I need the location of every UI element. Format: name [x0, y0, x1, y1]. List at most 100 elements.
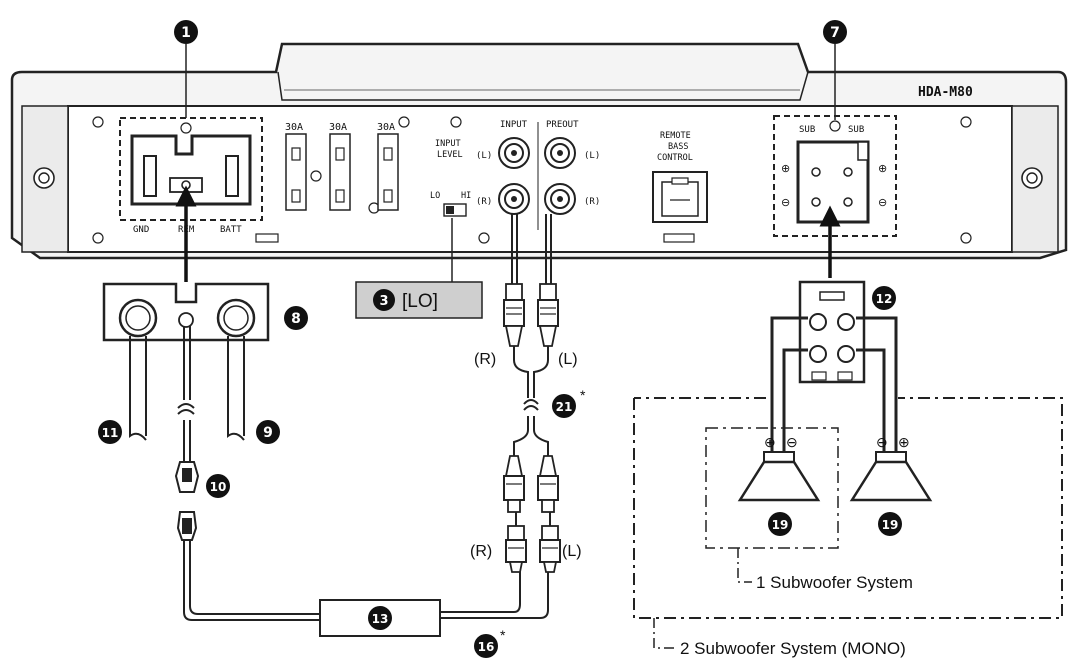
badge-3-number: 3 [379, 294, 388, 309]
mount-bolt-left [33, 167, 55, 189]
badge-21-number: 21 [556, 400, 573, 414]
badge-16-asterisk: * [500, 627, 506, 643]
remote-connector-lower [176, 511, 198, 541]
badge-16-number: 16 [478, 640, 495, 654]
speaker-left-plus: ⊕ [781, 163, 790, 175]
remote-label-2: BASS [668, 142, 688, 152]
speaker-right-minus: ⊖ [878, 197, 887, 209]
rca-input-right-label: (R) [476, 197, 492, 207]
badge-13-number: 13 [372, 612, 389, 626]
fuse-1 [285, 133, 307, 211]
rca-plug-left-upper [537, 283, 559, 347]
badge-13 [368, 606, 392, 630]
badge-1-number: 1 [181, 25, 191, 41]
rca-input-left-jack[interactable] [498, 137, 530, 169]
badge-21-asterisk: * [580, 387, 586, 403]
badge-11-number: 11 [102, 426, 119, 440]
badge-8-number: 8 [291, 311, 301, 327]
input-level-lo: LO [430, 191, 440, 201]
speaker-wires [770, 316, 898, 452]
fuse-1-rating: 30A [285, 122, 303, 133]
gnd-label: GND [133, 225, 149, 235]
badge-10 [206, 474, 230, 498]
two-sub-system-leader [653, 618, 676, 649]
ground-wire [129, 336, 147, 441]
panel-screws [92, 116, 972, 244]
fuse-2-rating: 30A [329, 122, 347, 133]
rca-preout-right-jack[interactable] [544, 183, 576, 215]
remote-connector-upper [174, 461, 200, 493]
subwoofer-right [849, 451, 933, 502]
rca-preout-title: PREOUT [546, 120, 579, 130]
rca-plug-right-lower [505, 525, 527, 573]
speaker-right-plus: ⊕ [878, 163, 887, 175]
rca-preout-left-label: (L) [584, 151, 600, 161]
badge-9 [256, 420, 280, 444]
model-name: HDA-M80 [918, 85, 973, 100]
remote-bass-control-jack[interactable] [652, 171, 708, 223]
rca-preout-left-jack[interactable] [544, 137, 576, 169]
sub-right-plus-sign: ⊕ [898, 434, 910, 450]
badge-19-left [768, 512, 792, 536]
fuse-3 [377, 133, 399, 211]
remote-label-1: REMOTE [660, 131, 691, 141]
sub-left-plus-sign: ⊕ [764, 434, 776, 450]
sub-right-minus-sign: ⊖ [876, 434, 888, 450]
badge-3 [373, 289, 395, 311]
rca-plug-left-lower [539, 525, 561, 573]
cable-right-label-lower: (R) [470, 543, 492, 560]
remote-wire [177, 326, 195, 462]
badge-7-number: 7 [830, 25, 840, 41]
sub-left-label: SUB [799, 125, 815, 135]
input-level-title-1: INPUT [435, 139, 461, 149]
badge-7 [823, 20, 847, 44]
lower-wiring [183, 540, 549, 621]
subwoofer-left [737, 451, 821, 502]
badge-9-number: 9 [263, 425, 273, 441]
badge-19-right [878, 512, 902, 536]
power-plug [102, 282, 270, 342]
one-sub-system-border [705, 427, 839, 549]
input-level-setting: [LO] [402, 291, 438, 312]
status-led [255, 233, 279, 243]
remote-label-3: CONTROL [657, 153, 693, 163]
two-sub-system-label: 2 Subwoofer System (MONO) [680, 639, 906, 658]
badge-11 [98, 420, 122, 444]
rca-input-right-jack[interactable] [498, 183, 530, 215]
cable-right-label-upper: (R) [474, 351, 496, 368]
rca-plug-right-upper [503, 283, 525, 347]
cable-left-label-upper: (L) [558, 351, 578, 368]
two-sub-system-border [633, 397, 1063, 619]
battery-wire [227, 336, 245, 441]
sub-right-label: SUB [848, 125, 864, 135]
mount-bolt-right [1021, 167, 1043, 189]
rca-preout-right-label: (R) [584, 197, 600, 207]
badge-12 [872, 286, 896, 310]
rca-input-title: INPUT [500, 120, 528, 130]
badge-19-right-number: 19 [882, 518, 899, 532]
badge-16 [474, 634, 498, 658]
fuse-2 [329, 133, 351, 211]
cable-left-label-lower: (L) [562, 543, 582, 560]
one-sub-system-label: 1 Subwoofer System [756, 573, 913, 592]
speaker-terminal-screw [829, 120, 841, 132]
speaker-terminal-socket[interactable] [796, 140, 870, 224]
badge-1 [174, 20, 198, 44]
rca-plug-right-middle [503, 455, 525, 513]
input-level-hi: HI [461, 191, 471, 201]
input-level-switch[interactable] [443, 203, 467, 217]
rca-plug-left-middle [537, 455, 559, 513]
speaker-left-minus: ⊖ [781, 197, 790, 209]
badge-21 [552, 394, 576, 418]
badge-8 [284, 306, 308, 330]
badge-19-left-number: 19 [772, 518, 789, 532]
batt-label: BATT [220, 225, 242, 235]
input-level-title-2: LEVEL [437, 150, 463, 160]
one-sub-system-leader [737, 548, 752, 583]
sub-left-minus-sign: ⊖ [786, 434, 798, 450]
badge-10-number: 10 [210, 480, 227, 494]
remote-led [663, 233, 695, 243]
badge-12-number: 12 [876, 292, 893, 306]
rca-input-left-label: (L) [476, 151, 492, 161]
